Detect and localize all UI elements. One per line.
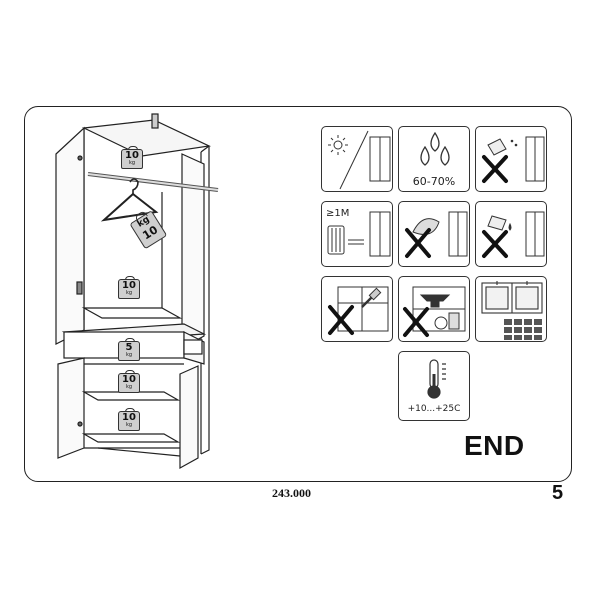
no-hammer-tile — [321, 276, 393, 342]
weight-unit: kg — [125, 290, 133, 296]
weight-tag-bottom-shelf: 10 kg — [118, 408, 140, 432]
anvil-icon — [419, 294, 451, 302]
cross-icon — [403, 307, 429, 337]
end-label: END — [464, 430, 525, 461]
humidity-tile: 60-70% — [398, 126, 470, 192]
weight-value: 10 — [122, 412, 136, 423]
temperature-label: +10...+25C — [407, 404, 461, 414]
heater-icon — [327, 225, 345, 255]
weight-tag-top: 10 kg — [121, 146, 143, 170]
wardrobe-illustration: 10 kg 10 kg 10 kg 5 kg 10 kg 10 kg — [44, 112, 244, 478]
distance-label: ≥1M — [326, 208, 350, 219]
cross-icon — [328, 305, 354, 335]
no-liquid-tile — [475, 201, 547, 267]
weight-value: 10 — [122, 280, 136, 291]
sunlight-warning-tile — [321, 126, 393, 192]
no-wet-cleaning-tile — [475, 126, 547, 192]
water-drops-icon — [420, 131, 450, 166]
kettlebell-icon — [434, 316, 448, 330]
level-floor-tile — [475, 276, 547, 342]
wardrobe-drawing — [55, 113, 219, 470]
humidity-label: 60-70% — [412, 175, 456, 188]
instruction-frame — [24, 106, 572, 482]
weight-unit: kg — [125, 352, 133, 358]
sun-icon — [333, 140, 343, 150]
heater-distance-tile: ≥1M — [321, 201, 393, 267]
thermometer-icon — [427, 359, 446, 399]
weight-tag-drawer: 5 kg — [118, 338, 140, 362]
weight-tag-shelf: 10 kg — [118, 276, 140, 300]
weight-unit: kg — [125, 384, 133, 390]
page-number: 5 — [552, 482, 564, 504]
no-solvent-tile — [398, 201, 470, 267]
weight-value: 5 — [125, 342, 133, 353]
temperature-tile: +10...+25C — [398, 351, 470, 421]
cross-icon — [482, 155, 508, 183]
document-number: 243.000 — [272, 486, 311, 500]
cross-icon — [482, 230, 508, 258]
no-heavy-load-tile — [398, 276, 470, 342]
cross-icon — [405, 228, 431, 258]
weight-tag-lower-shelf: 10 kg — [118, 370, 140, 394]
weight-unit: kg — [125, 422, 133, 428]
weight-value: 10 — [125, 150, 139, 161]
weight-value: 10 — [122, 374, 136, 385]
weight-unit: kg — [128, 160, 136, 166]
floor-tiles-icon — [504, 319, 542, 340]
